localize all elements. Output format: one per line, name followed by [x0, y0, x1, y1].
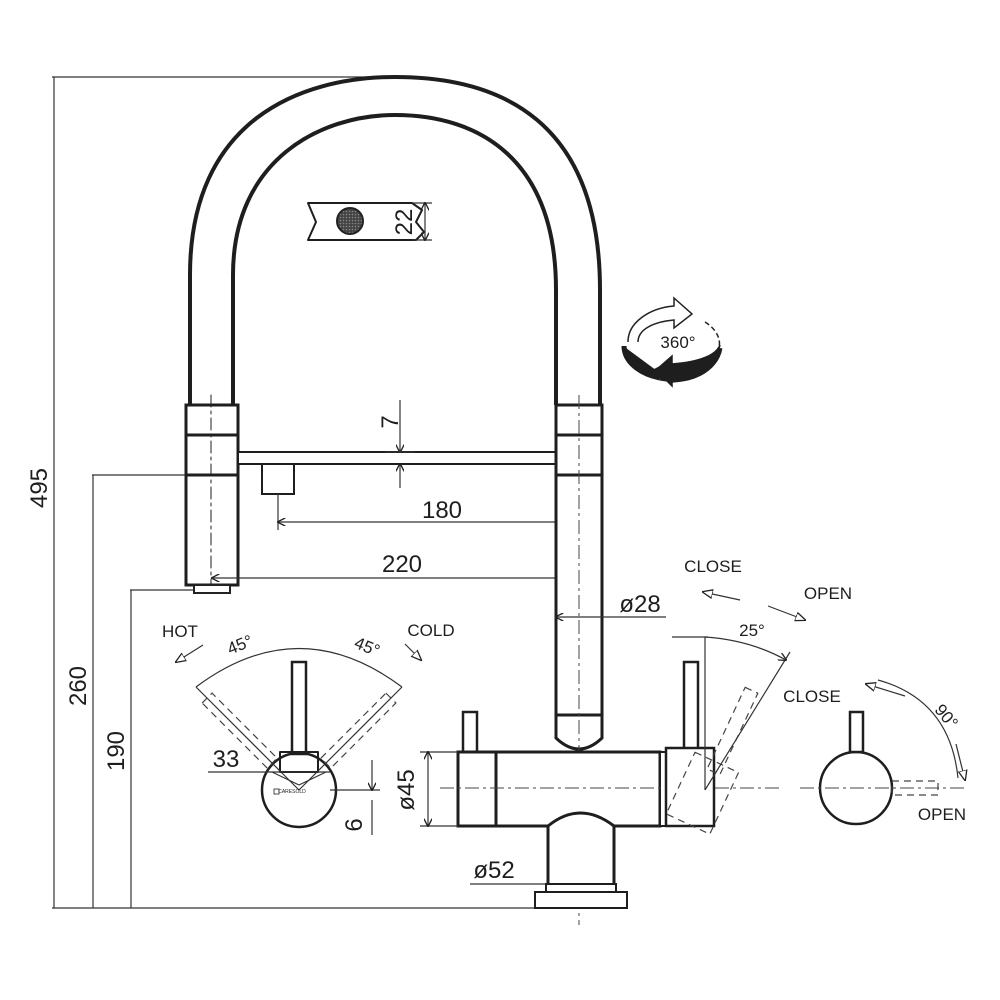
dim-height-190: 190	[103, 731, 130, 771]
spout-arch	[188, 75, 602, 405]
dim-rail-gap: 7	[377, 415, 404, 428]
cold-arrow-icon	[404, 643, 421, 660]
filter-close-label: CLOSE	[783, 687, 841, 706]
side-open-label: OPEN	[804, 584, 852, 603]
filter-close-arrow-icon	[866, 684, 906, 697]
filter-angle-label: 90°	[931, 701, 962, 733]
side-lever-angle: 25°	[739, 621, 765, 640]
dim-handle-offset: 33	[213, 746, 240, 773]
dim-aerator: 22	[391, 209, 418, 236]
dim-total-height: 495	[26, 468, 53, 508]
rotation-arrow-icon	[621, 296, 723, 388]
filter-open-label: OPEN	[918, 805, 966, 824]
rail	[237, 400, 557, 495]
angle-left-label: 45°	[224, 631, 255, 658]
front-lever-view	[195, 647, 403, 835]
cold-label: COLD	[407, 621, 454, 640]
spout-column	[554, 395, 666, 925]
dim-rail-length: 180	[422, 497, 462, 524]
spray-head	[184, 394, 240, 596]
dim-height-260: 260	[65, 666, 92, 706]
dim-body-diameter: ø45	[393, 769, 420, 810]
filter-open-arrow-icon	[955, 743, 965, 780]
side-close-arrow-icon	[703, 592, 741, 601]
dim-reach: 220	[382, 551, 422, 578]
dimension-lines	[52, 76, 620, 909]
dim-spout-diameter: ø28	[619, 591, 660, 618]
dim-base-diameter: ø52	[473, 857, 514, 884]
aerator-mesh	[336, 207, 364, 235]
logo-mark	[273, 788, 280, 795]
rotation-label: 360°	[660, 333, 695, 352]
side-open-arrow-icon	[767, 605, 805, 620]
hot-label: HOT	[162, 622, 198, 641]
side-lever	[664, 636, 791, 835]
dim-handle-depth: 6	[341, 818, 368, 831]
filter-lever-view	[800, 679, 965, 826]
angle-right-label: 45°	[352, 633, 383, 660]
side-close-label: CLOSE	[684, 557, 742, 576]
aerator-detail	[307, 202, 432, 241]
dim-180-line	[278, 494, 578, 530]
hot-arrow-icon	[176, 644, 204, 662]
logo-text: CARESOLD	[278, 789, 306, 795]
